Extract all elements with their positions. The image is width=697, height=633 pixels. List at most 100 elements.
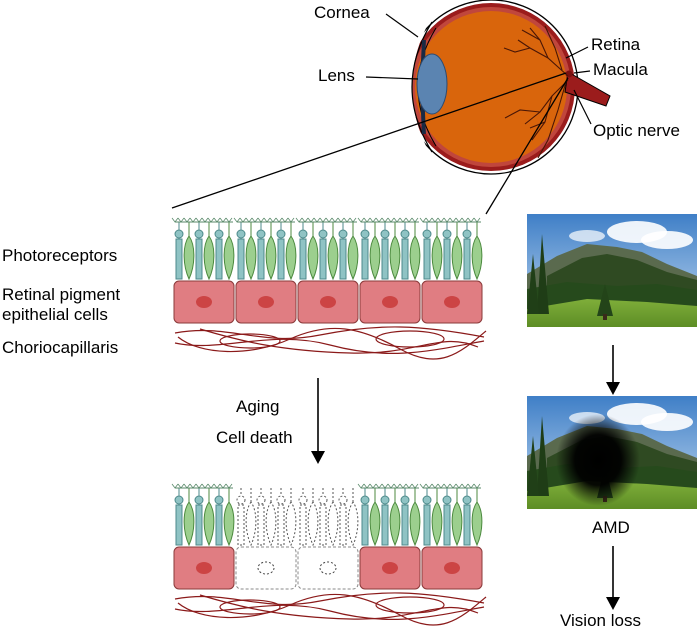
rod-photoreceptor <box>442 488 452 546</box>
cone-photoreceptor <box>389 488 401 547</box>
eyeball <box>398 0 611 175</box>
label-rpe-line2: epithelial cells <box>2 305 108 324</box>
rod-photoreceptor <box>298 488 308 546</box>
vitreous-body <box>415 11 567 163</box>
degenerated-retina-layers <box>171 483 487 626</box>
rod-photoreceptor <box>214 222 224 280</box>
zoom-line-right <box>485 77 569 215</box>
rod-photoreceptor <box>442 222 452 280</box>
rod-photoreceptor <box>194 488 204 546</box>
cone-photoreceptor <box>431 222 443 281</box>
rod-photoreceptor <box>256 222 266 280</box>
dead-rpe-cell <box>235 546 297 590</box>
cone-photoreceptor <box>223 488 235 547</box>
rpe-cell <box>359 546 421 590</box>
rod-photoreceptor <box>318 222 328 280</box>
rpe-cell <box>421 280 483 324</box>
rod-photoreceptor <box>276 222 286 280</box>
cone-photoreceptor <box>223 222 235 281</box>
rod-photoreceptor <box>400 222 410 280</box>
rod-photoreceptor <box>380 488 390 546</box>
cone-photoreceptor <box>183 488 195 547</box>
cone-photoreceptor <box>265 488 277 547</box>
cone-photoreceptor <box>471 222 483 281</box>
retinal-vessels <box>503 25 569 159</box>
dead-rpe-cell <box>297 546 359 590</box>
cone-photoreceptor <box>245 488 257 547</box>
cone-photoreceptor <box>265 222 277 281</box>
cone-photoreceptor <box>327 222 339 281</box>
label-aging: Aging <box>236 397 280 416</box>
rod-photoreceptor <box>256 488 266 546</box>
central-scotoma <box>556 414 640 506</box>
label-rpe-line1: Retinal pigment <box>2 285 121 304</box>
cone-photoreceptor <box>347 488 359 547</box>
rod-photoreceptor <box>338 222 348 280</box>
label-vision-loss: Vision loss <box>560 611 641 630</box>
cone-photoreceptor <box>183 222 195 281</box>
rod-photoreceptor <box>174 488 184 546</box>
rod-photoreceptor <box>174 222 184 280</box>
cone-photoreceptor <box>327 488 339 547</box>
rod-photoreceptor <box>462 222 472 280</box>
rod-photoreceptor <box>276 488 286 546</box>
cone-photoreceptor <box>409 222 421 281</box>
cone-photoreceptor <box>389 222 401 281</box>
cone-photoreceptor <box>431 488 443 547</box>
zoom-line-left <box>171 72 567 209</box>
rpe-cell <box>359 280 421 324</box>
rpe-cell <box>297 280 359 324</box>
label-amd: AMD <box>592 518 630 537</box>
healthy-retina-layers <box>171 217 487 360</box>
label-photoreceptors: Photoreceptors <box>2 246 118 265</box>
cone-photoreceptor <box>369 222 381 281</box>
cone-photoreceptor <box>285 488 297 547</box>
rod-photoreceptor <box>298 222 308 280</box>
label-optic-nerve: Optic nerve <box>593 121 680 140</box>
cone-photoreceptor <box>285 222 297 281</box>
rod-photoreceptor <box>422 488 432 546</box>
cone-photoreceptor <box>307 488 319 547</box>
cone-photoreceptor <box>347 222 359 281</box>
rod-photoreceptor <box>422 222 432 280</box>
lens <box>416 53 448 115</box>
cone-photoreceptor <box>369 488 381 547</box>
choriocapillaris-vessels <box>174 326 487 360</box>
rpe-cell <box>421 546 483 590</box>
rod-photoreceptor <box>194 222 204 280</box>
label-choriocapillaris: Choriocapillaris <box>2 338 119 357</box>
cone-photoreceptor <box>203 222 215 281</box>
cone-photoreceptor <box>245 222 257 281</box>
label-macula: Macula <box>593 60 648 79</box>
label-retina: Retina <box>591 35 641 54</box>
cone-photoreceptor <box>307 222 319 281</box>
cone-photoreceptor <box>451 222 463 281</box>
optic-nerve <box>564 71 611 107</box>
label-cornea: Cornea <box>314 3 370 22</box>
label-cell-death: Cell death <box>216 428 293 447</box>
rod-photoreceptor <box>236 222 246 280</box>
cone-photoreceptor <box>471 488 483 547</box>
rod-photoreceptor <box>338 488 348 546</box>
cornea <box>411 21 433 153</box>
amd-vision-photo <box>527 396 697 509</box>
rod-photoreceptor <box>318 488 328 546</box>
eye-leader-lines <box>365 13 592 125</box>
rpe-cell <box>173 546 235 590</box>
rod-photoreceptor <box>214 488 224 546</box>
cone-photoreceptor <box>203 488 215 547</box>
cone-photoreceptor <box>451 488 463 547</box>
rod-photoreceptor <box>360 488 370 546</box>
choriocapillaris-vessels <box>174 592 487 626</box>
rod-photoreceptor <box>462 488 472 546</box>
label-lens: Lens <box>318 66 355 85</box>
rod-photoreceptor <box>360 222 370 280</box>
rpe-cell <box>235 280 297 324</box>
rod-photoreceptor <box>236 488 246 546</box>
rod-photoreceptor <box>400 488 410 546</box>
normal-vision-photo <box>527 214 697 327</box>
rod-photoreceptor <box>380 222 390 280</box>
rpe-cell <box>173 280 235 324</box>
cone-photoreceptor <box>409 488 421 547</box>
